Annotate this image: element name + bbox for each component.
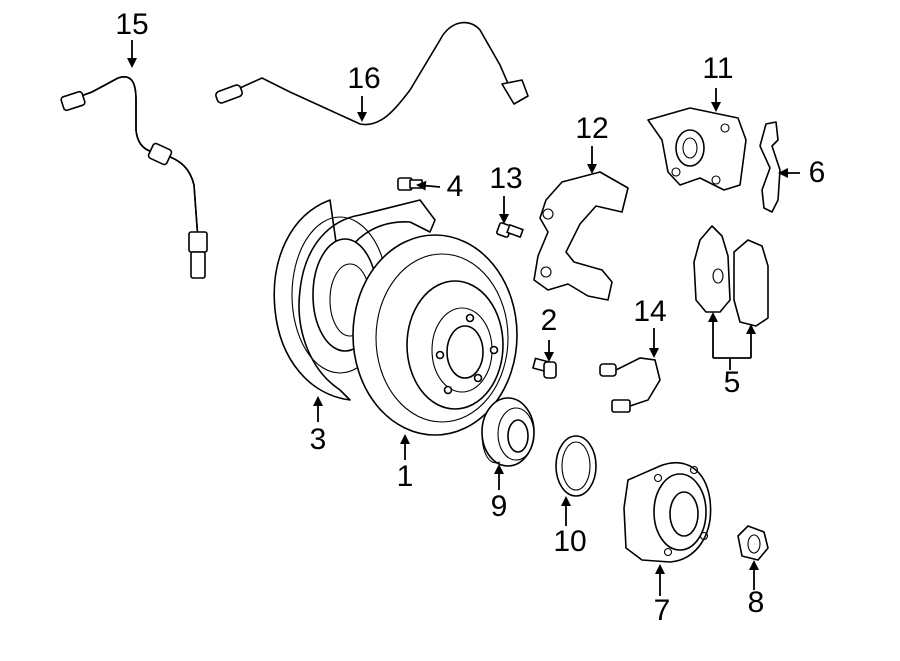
callout-labels: 1 2 3 4 5 6 7 8 9 10 11 12 13 14 15 16 — [115, 8, 825, 627]
callout-label-4: 4 — [447, 170, 464, 203]
snap-ring-part[interactable] — [555, 435, 597, 497]
callout-label-10: 10 — [553, 525, 586, 558]
sensor-wire-part[interactable] — [215, 21, 529, 126]
callout-label-14: 14 — [633, 295, 666, 328]
caliper-bracket-part[interactable] — [533, 171, 629, 301]
callout-arrows — [127, 40, 800, 596]
callout-label-13: 13 — [489, 162, 522, 195]
callout-label-2: 2 — [541, 304, 558, 337]
callout-label-12: 12 — [575, 112, 608, 145]
spring-clip-part[interactable] — [759, 121, 781, 213]
callout-label-7: 7 — [654, 594, 671, 627]
brake-rotor-part[interactable] — [352, 234, 518, 436]
callout-label-6: 6 — [809, 156, 826, 189]
callout-label-9: 9 — [491, 490, 508, 523]
bolt-part-13[interactable] — [496, 222, 524, 238]
bolt-part-2[interactable] — [532, 357, 557, 379]
callout-label-16: 16 — [347, 62, 380, 95]
wear-sensor-part[interactable] — [599, 357, 661, 413]
callout-label-15: 15 — [115, 8, 148, 41]
wheel-hub-part[interactable] — [623, 462, 712, 563]
callout-label-11: 11 — [702, 52, 733, 85]
brake-pads-part[interactable] — [693, 225, 769, 327]
callout-label-1: 1 — [397, 460, 414, 493]
bolt-part-4[interactable] — [397, 177, 423, 191]
callout-arrow-4 — [416, 180, 441, 191]
axle-nut-part[interactable] — [737, 525, 769, 561]
callout-label-5: 5 — [724, 366, 741, 399]
callout-label-3: 3 — [310, 423, 327, 456]
callout-label-8: 8 — [748, 586, 765, 619]
caliper-part[interactable] — [647, 107, 747, 191]
brake-hose-part[interactable] — [60, 76, 208, 279]
wheel-bearing-part[interactable] — [481, 397, 535, 467]
